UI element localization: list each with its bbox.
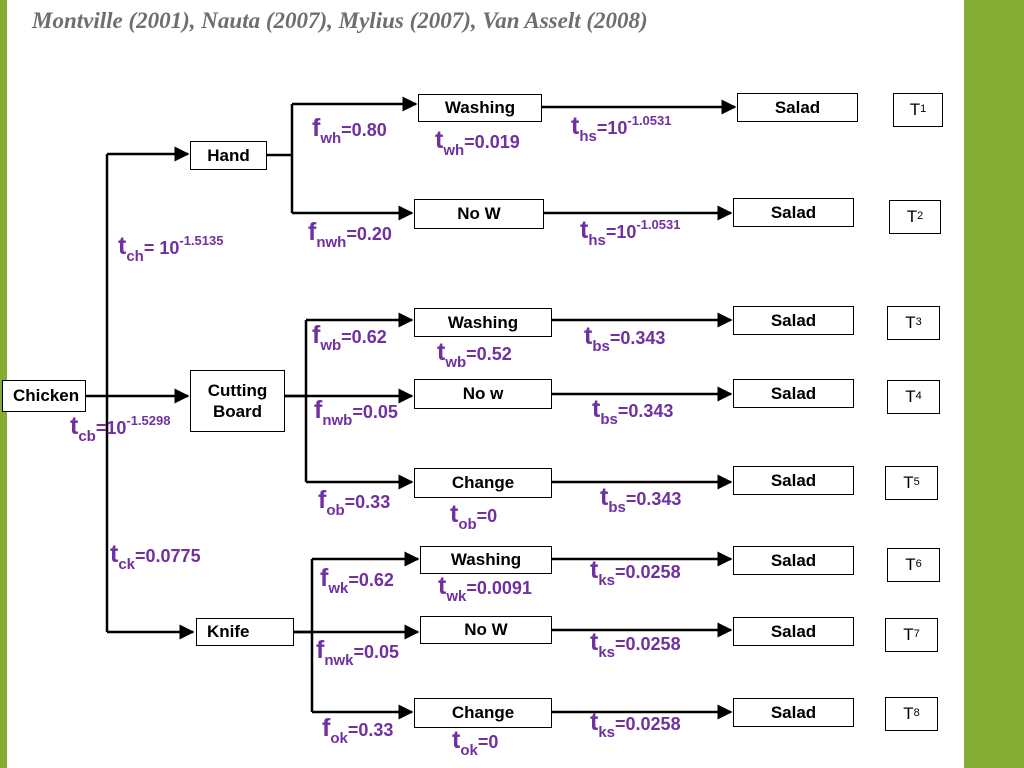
param-tks-1: tks=0.0258 (590, 556, 681, 589)
param-fwk: fwk=0.62 (320, 564, 394, 597)
outcome-t8-letter: T (903, 704, 914, 724)
param-fok: fok=0.33 (322, 714, 394, 747)
param-ths-2: ths=10-1.0531 (580, 216, 681, 249)
edge-board-trunk (285, 320, 308, 482)
param-tks-3: tks=0.0258 (590, 708, 681, 741)
param-tck: tck=0.0775 (110, 540, 201, 573)
cutting-board-line1: Cutting (207, 380, 268, 400)
outcome-t8-index: 8 (913, 707, 920, 720)
outcome-t5-index: 5 (913, 476, 920, 489)
outcome-t2-index: 2 (917, 210, 924, 223)
salad-node-5: Salad (733, 466, 854, 495)
edge-knife-trunk (294, 559, 314, 712)
salad-node-1: Salad (737, 93, 858, 122)
outcome-t1-index: 1 (920, 103, 927, 116)
salad-node-6: Salad (733, 546, 854, 575)
salad-node-3: Salad (733, 306, 854, 335)
knife-no-wash-node: No W (420, 616, 552, 644)
param-tbs-3: tbs=0.343 (600, 483, 682, 516)
param-fob: fob=0.33 (318, 486, 391, 519)
salad-node-2: Salad (733, 198, 854, 227)
outcome-t7-index: 7 (913, 628, 920, 641)
param-fnwh: fnwh=0.20 (308, 218, 392, 251)
edge-hand-trunk (267, 104, 294, 213)
outcome-t3-index: 3 (915, 316, 922, 329)
outcome-t3-letter: T (905, 313, 916, 333)
outcome-t6-index: 6 (915, 558, 922, 571)
right-accent-bar (964, 0, 1024, 768)
param-tbs-2: tbs=0.343 (592, 395, 674, 428)
param-twh: twh=0.019 (435, 126, 520, 159)
param-tcb: tcb=10-1.5298 (70, 412, 171, 445)
outcome-t5-letter: T (903, 473, 914, 493)
knife-washing-node: Washing (420, 546, 552, 574)
param-fwh: fwh=0.80 (312, 114, 387, 147)
param-tch: tch= 10-1.5135 (118, 232, 224, 265)
outcome-t6-letter: T (905, 555, 916, 575)
param-tob: tob=0 (450, 500, 498, 533)
hand-node: Hand (190, 141, 267, 170)
chicken-node: Chicken (2, 380, 86, 412)
salad-node-4: Salad (733, 379, 854, 408)
outcome-t7-letter: T (903, 625, 914, 645)
salad-node-7: Salad (733, 617, 854, 646)
param-twk: twk=0.0091 (438, 572, 532, 605)
param-tok: tok=0 (452, 726, 499, 759)
knife-node: Knife (196, 618, 294, 646)
outcome-t4-index: 4 (915, 390, 922, 403)
param-fnwb: fnwb=0.05 (314, 396, 398, 429)
board-no-wash-node: No w (414, 379, 552, 409)
hand-washing-node: Washing (418, 94, 542, 122)
param-tbs-1: tbs=0.343 (584, 322, 666, 355)
board-change-node: Change (414, 468, 552, 498)
cutting-board-line2: Board (212, 402, 263, 421)
slide-title: Montville (2001), Nauta (2007), Mylius (… (32, 8, 648, 33)
knife-change-node: Change (414, 698, 552, 728)
param-twb: twb=0.52 (437, 338, 512, 371)
outcome-t1-letter: T (909, 100, 921, 120)
board-washing-node: Washing (414, 308, 552, 337)
cutting-board-node: Cutting Board (190, 370, 285, 432)
salad-node-8: Salad (733, 698, 854, 727)
hand-no-wash-node: No W (414, 199, 544, 229)
param-fnwk: fnwk=0.05 (316, 636, 400, 669)
param-tks-2: tks=0.0258 (590, 628, 681, 661)
outcome-t2-letter: T (906, 207, 918, 227)
param-fwb: fwb=0.62 (312, 321, 387, 354)
outcome-t4-letter: T (905, 387, 916, 407)
param-ths-1: ths=10-1.0531 (571, 112, 672, 145)
